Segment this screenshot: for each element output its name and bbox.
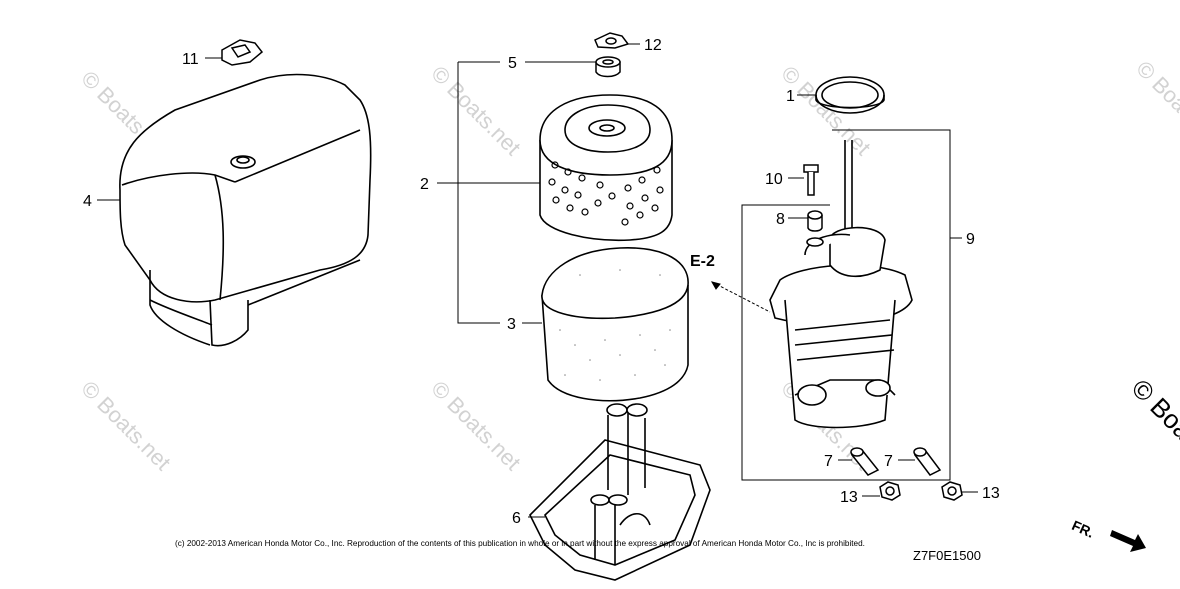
front-direction-arrow	[1110, 530, 1146, 552]
callout-10: 10	[765, 171, 783, 188]
tube-part-left	[850, 447, 880, 476]
callout-7-right: 7	[884, 453, 893, 470]
elbow-assembly	[769, 140, 913, 429]
diagram-code: Z7F0E1500	[913, 548, 981, 563]
watermark: © Boats.net	[426, 61, 525, 160]
collar-part	[807, 210, 823, 232]
watermark: © Boats.net	[76, 376, 175, 475]
reference-label-e2: E-2	[690, 253, 715, 270]
callouts: 11 12 5 2 3 4 6 1 10 8 9 7 7 13 13 E-2	[83, 37, 1000, 527]
air-cleaner-cover	[119, 73, 372, 347]
leader-lines	[97, 43, 978, 518]
callout-9: 9	[966, 231, 975, 248]
callout-11: 11	[182, 51, 199, 68]
nut-part-left	[879, 481, 901, 501]
callout-6: 6	[512, 510, 521, 527]
copyright-notice: (c) 2002-2013 American Honda Motor Co., …	[175, 539, 865, 548]
watermark: © Boats.net	[426, 376, 525, 475]
watermark: © Boats.net	[1131, 56, 1180, 155]
callout-4: 4	[83, 193, 92, 210]
tube-part-right	[913, 447, 942, 476]
seal-ring-part	[815, 76, 885, 114]
callout-8: 8	[776, 211, 785, 228]
callout-7-left: 7	[824, 453, 833, 470]
callout-5: 5	[508, 55, 517, 72]
foam-filter	[541, 247, 689, 402]
air-cleaner-base	[529, 403, 711, 581]
callout-2: 2	[420, 176, 429, 193]
clip-part	[221, 39, 264, 66]
bolt-part	[803, 164, 819, 196]
watermark-large: © Boats.net	[1126, 373, 1180, 491]
grommet-part	[595, 56, 621, 78]
callout-13-left: 13	[840, 489, 858, 506]
nut-part-right	[941, 481, 963, 501]
callout-3: 3	[507, 316, 516, 333]
callout-13-right: 13	[982, 485, 1000, 502]
callout-1: 1	[786, 88, 795, 105]
wing-nut-part	[594, 32, 630, 49]
filter-element	[539, 94, 673, 242]
callout-12: 12	[644, 37, 662, 54]
